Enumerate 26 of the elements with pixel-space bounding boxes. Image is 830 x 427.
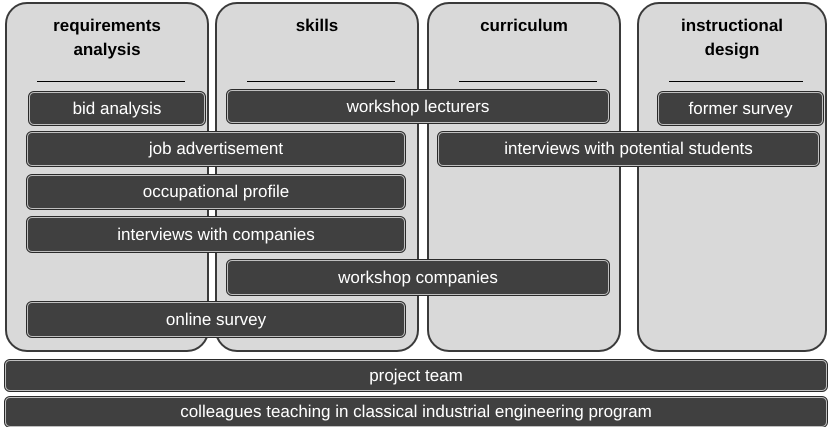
label-bar — [27, 132, 405, 166]
label-bar — [658, 92, 823, 125]
column-heading: curriculum — [480, 15, 568, 37]
label-bar — [227, 260, 609, 295]
bar-label: former survey — [688, 98, 792, 118]
label-bar — [438, 132, 819, 166]
bar-label: bid analysis — [72, 98, 162, 118]
column-heading: requirements analysis — [52, 15, 162, 61]
bar-label: interviews with companies — [117, 224, 315, 244]
label-bar — [27, 217, 405, 252]
bar-label: interviews with potential students — [504, 139, 753, 159]
column-heading: skills — [296, 15, 338, 37]
label-bar — [29, 92, 205, 125]
bar-label: workshop lecturers — [346, 96, 490, 116]
bar-label: workshop companies — [338, 268, 498, 288]
bar-label: project team — [369, 366, 463, 386]
label-bar — [27, 175, 405, 209]
bar-label: occupational profile — [142, 182, 290, 202]
label-bar — [227, 90, 609, 123]
bar-label: job advertisement — [148, 139, 284, 159]
bar-label: online survey — [166, 310, 266, 330]
label-bar — [5, 360, 827, 391]
bar-label: colleagues teaching in classical industrial engineering program — [180, 402, 652, 422]
column-heading: instructional design — [680, 15, 784, 61]
label-bar — [27, 302, 405, 337]
label-bar — [5, 397, 827, 427]
